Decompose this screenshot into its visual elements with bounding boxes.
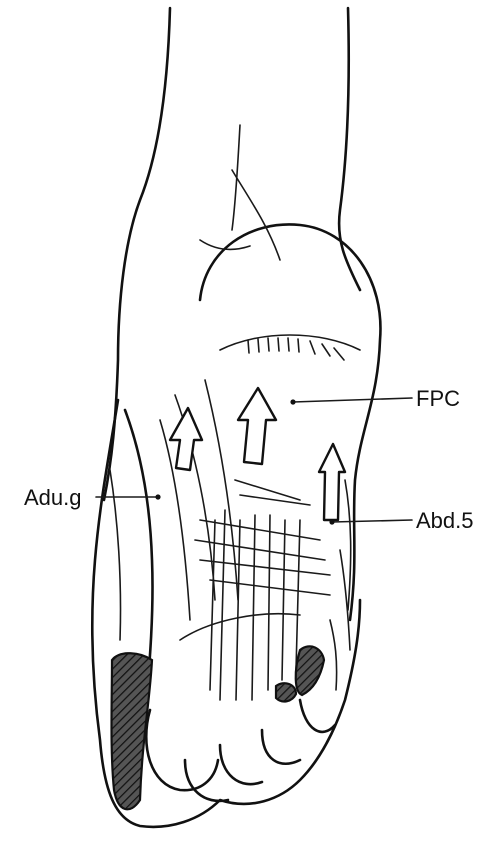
label-fpc: FPC	[416, 386, 460, 411]
arrow-lateral	[319, 444, 345, 520]
abd-5-leader-line	[332, 520, 412, 522]
ankle-fold-2	[232, 170, 280, 260]
abd-5-leader-dot	[329, 519, 334, 524]
fpc-leader-line	[293, 398, 412, 402]
adu-g-leader-dot	[155, 494, 160, 499]
lateral-hatched-small	[276, 683, 296, 701]
label-abd-5: Abd.5	[416, 508, 474, 533]
fpc-leader-dot	[290, 399, 295, 404]
medial-border-inner	[110, 470, 121, 640]
medial-hatched-region	[112, 653, 153, 809]
heel-inner-contour	[220, 335, 360, 350]
label-adu-g: Adu.g	[24, 485, 82, 510]
toes	[146, 700, 335, 801]
arrow-medial	[170, 408, 202, 470]
arrow-center	[238, 388, 276, 464]
heel-outline	[200, 224, 380, 620]
lateral-hatched-region	[296, 646, 324, 695]
heel-tick-marks	[248, 338, 344, 360]
